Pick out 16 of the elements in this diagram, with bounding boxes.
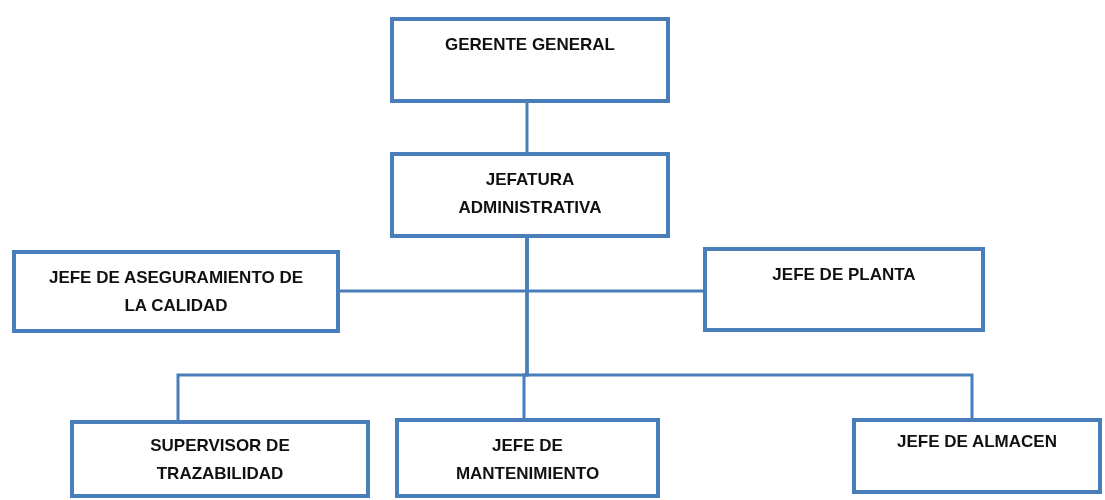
position-title: JEFE DE ALMACEN	[897, 431, 1057, 453]
position-title: JEFE DE MANTENIMIENTO	[454, 435, 601, 485]
position-title: SUPERVISOR DE TRAZABILIDAD	[149, 435, 291, 485]
position-box	[395, 418, 660, 498]
position-box	[70, 420, 370, 498]
position-box	[390, 152, 670, 238]
connector-line	[525, 103, 529, 152]
position-title: GERENTE GENERAL	[445, 34, 615, 56]
position-box	[390, 17, 670, 103]
position-box	[703, 247, 985, 332]
position-title: JEFATURA ADMINISTRATIVA	[457, 169, 603, 219]
position-title: JEFE DE PLANTA	[772, 264, 916, 286]
connector-line	[525, 238, 974, 418]
position-box	[12, 250, 340, 333]
position-title: JEFE DE ASEGURAMIENTO DE LA CALIDAD	[47, 267, 305, 317]
position-box	[852, 418, 1102, 494]
